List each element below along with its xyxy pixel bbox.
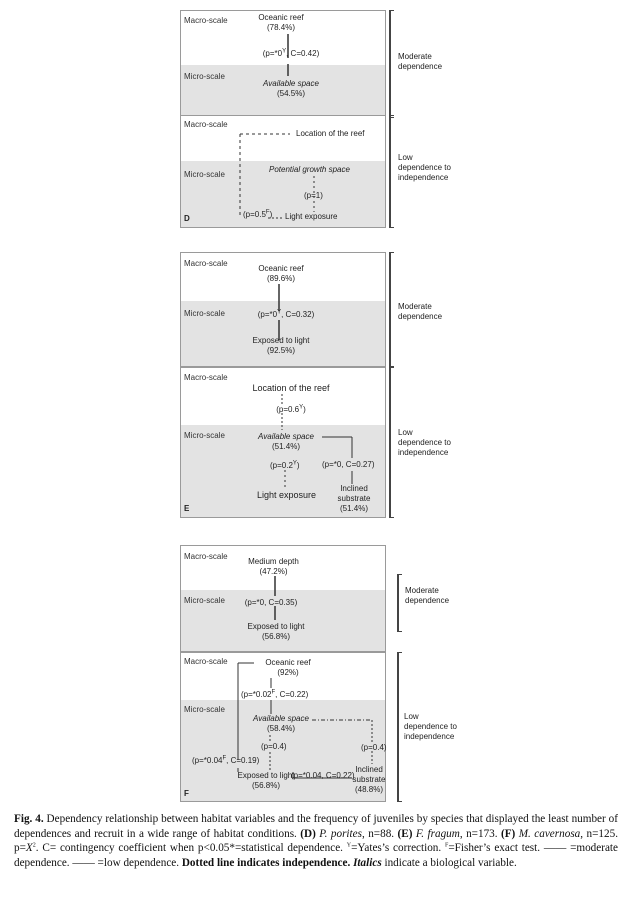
macro-scale-label: Macro-scale (184, 373, 228, 382)
node-available-space: Available space(51.4%) (258, 432, 314, 451)
stat-label: (p=*0Y, C=0.32) (257, 309, 315, 319)
node-exposed-to-light: Exposed to light(56.8%) (247, 622, 305, 641)
bracket-moderate-e (389, 252, 394, 367)
node-oceanic-reef: Oceanic reef(92%) (265, 658, 311, 677)
node-location-of-reef: Location of the reef (252, 383, 330, 393)
macro-scale-label: Macro-scale (184, 120, 228, 129)
node-exposed-to-light: Exposed to light(56.8%) (237, 771, 295, 790)
stat-label: (p=0.5F) (243, 209, 273, 219)
micro-scale-label: Micro-scale (184, 72, 225, 81)
macro-scale-label: Macro-scale (184, 552, 228, 561)
panel-d-bottom-box: Macro-scale Micro-scale Location of the … (180, 115, 386, 228)
micro-scale-label: Micro-scale (184, 170, 225, 179)
micro-scale-band (181, 425, 385, 517)
panel-f-bottom-box: Macro-scale Micro-scale Oceanic reef(92%… (180, 652, 387, 802)
micro-scale-band (181, 301, 385, 366)
figure-caption: Fig. 4. Dependency relationship between … (14, 813, 618, 869)
bracket-moderate-f (397, 574, 402, 632)
bracket-low-e (389, 367, 394, 518)
node-available-space: Available space(58.4%) (253, 714, 309, 733)
micro-scale-band (181, 590, 385, 651)
panel-letter: F (184, 789, 189, 798)
node-light-exposure: Light exposure (257, 490, 317, 500)
macro-scale-label: Macro-scale (184, 259, 228, 268)
node-location-of-reef: Location of the reef (296, 129, 365, 138)
node-medium-depth: Medium depth(47.2%) (248, 557, 299, 576)
micro-scale-label: Micro-scale (184, 309, 225, 318)
node-available-space: Available space(54.5%) (263, 79, 319, 98)
stat-label: (p=*0.02F, C=0.22) (241, 689, 309, 699)
stat-label: (p=0.4) (361, 743, 387, 752)
micro-scale-label: Micro-scale (184, 596, 225, 605)
bracket-low-f (397, 652, 402, 802)
panel-e-top-box: Macro-scale Micro-scale Oceanic reef(89.… (180, 252, 386, 367)
micro-scale-band (181, 161, 385, 227)
stat-label: (p=1) (304, 191, 323, 200)
micro-scale-label: Micro-scale (184, 705, 225, 714)
macro-scale-label: Macro-scale (184, 657, 228, 666)
bracket-moderate-d (389, 10, 394, 118)
node-light-exposure: Light exposure (285, 212, 338, 221)
stat-label: (p=*0.04F, C=0.19) (192, 755, 260, 765)
stat-label: (p=*0.04, C=0.22) (291, 771, 355, 780)
macro-scale-label: Macro-scale (184, 16, 228, 25)
micro-scale-band (181, 700, 385, 801)
stat-label: (p=0.2Y) (270, 460, 300, 470)
node-oceanic-reef: Oceanic reef(78.4%) (258, 13, 304, 32)
stat-label: (p=*0, C=0.27) (322, 460, 375, 469)
stat-label: (p=*0Y, C=0.42) (262, 48, 320, 58)
panel-letter: D (184, 214, 190, 223)
node-exposed-to-light: Exposed to light(92.5%) (252, 336, 310, 355)
bracket-low-d (389, 115, 394, 228)
micro-scale-label: Micro-scale (184, 431, 225, 440)
panel-f-top-box: Macro-scale Micro-scale Medium depth(47.… (180, 545, 386, 652)
node-potential-growth-space: Potential growth space (269, 165, 350, 174)
panel-letter: E (184, 504, 190, 513)
stat-label: (p=0.6Y) (276, 404, 306, 414)
micro-scale-band (181, 65, 385, 117)
stat-label: (p=*0, C=0.35) (244, 598, 298, 607)
panel-d-top-box: Macro-scale Micro-scale Oceanic reef(78.… (180, 10, 386, 118)
node-oceanic-reef: Oceanic reef(89.6%) (258, 264, 304, 283)
stat-label: (p=0.4) (261, 742, 287, 751)
panel-e-bottom-box: Macro-scale Micro-scale Location of the … (180, 367, 386, 518)
